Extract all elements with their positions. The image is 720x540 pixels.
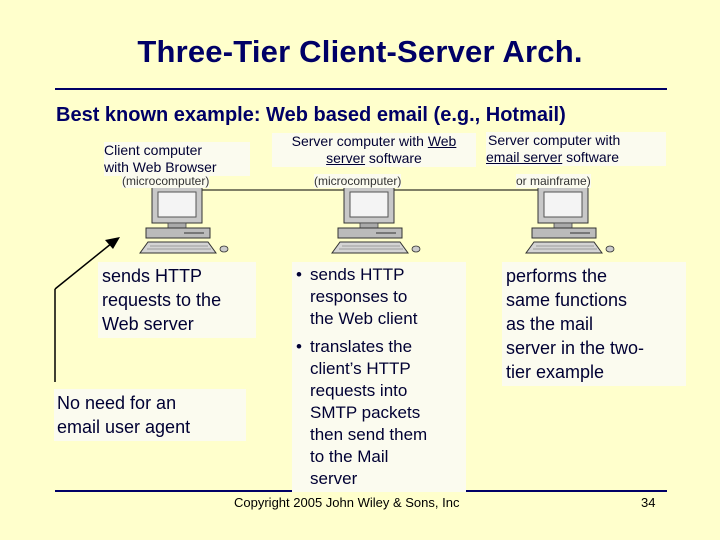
client-desc-line: requests to the [102, 290, 222, 310]
slide-title: Three-Tier Client-Server Arch. [137, 34, 583, 69]
mail-server-caption: Server computer with email server softwa… [486, 132, 666, 166]
client-caption-line1: Client computer [104, 142, 203, 158]
mail-desc-line: as the mail [506, 314, 594, 334]
web-server-caption: Server computer with Web server software [272, 133, 476, 167]
web-server-caption-software: software [365, 150, 422, 166]
bullet-line: translates the [310, 337, 413, 356]
mail-server-caption-email-server: email server [486, 149, 563, 165]
client-caption-line2: with Web Browser [104, 159, 217, 175]
client-description: sends HTTP requests to the Web server [98, 262, 256, 338]
web-server-caption-text: Server computer with [291, 133, 428, 149]
mail-server-under-label: or mainframe) [516, 174, 591, 188]
bullet-icon: • [296, 265, 302, 284]
web-server-description: • sends HTTP responses to the Web client… [292, 262, 466, 492]
copyright-footer: Copyright 2005 John Wiley & Sons, Inc [234, 495, 460, 510]
bullet-line: requests into [310, 381, 408, 400]
email-agent-note: No need for an email user agent [54, 389, 246, 441]
note-line: email user agent [57, 417, 191, 437]
client-computer-icon [139, 186, 229, 254]
arrow-icon [54, 237, 120, 382]
mail-desc-line: tier example [506, 362, 605, 382]
client-under-label: (microcomputer) [122, 174, 210, 188]
client-caption: Client computer with Web Browser [104, 142, 250, 176]
bullet-line: the Web client [310, 309, 418, 328]
web-server-bullet-item: • sends HTTP responses to the Web client [294, 264, 464, 330]
client-desc-line: Web server [102, 314, 194, 334]
web-server-caption-server: server [326, 150, 366, 166]
bullet-line: SMTP packets [310, 403, 421, 422]
client-desc-line: sends HTTP [102, 266, 203, 286]
bullet-icon: • [296, 337, 302, 356]
mail-desc-line: server in the two- [506, 338, 645, 358]
mail-desc-line: same functions [506, 290, 628, 310]
mail-server-computer-icon [525, 186, 615, 254]
mail-server-caption-line1: Server computer with [488, 132, 621, 148]
note-line: No need for an [57, 393, 177, 413]
mail-desc-line: performs the [506, 266, 608, 286]
bullet-line: to the Mail [310, 447, 389, 466]
title-rule [55, 88, 667, 90]
web-server-caption-web: Web [427, 133, 457, 149]
page-number: 34 [641, 495, 656, 510]
bullet-line: server [310, 469, 358, 488]
bullet-line: responses to [310, 287, 408, 306]
bullet-line: sends HTTP [310, 265, 405, 284]
web-server-computer-icon [331, 186, 421, 254]
bullet-line: client’s HTTP [310, 359, 411, 378]
slide-subtitle: Best known example: Web based email (e.g… [56, 104, 566, 126]
mail-server-caption-software: software [562, 149, 620, 165]
mail-server-description: performs the same functions as the mail … [502, 262, 686, 386]
bullet-line: then send them [310, 425, 428, 444]
web-server-under-label: (microcomputer) [314, 174, 402, 188]
web-server-bullet-item: • translates the client’s HTTP requests … [294, 336, 464, 490]
